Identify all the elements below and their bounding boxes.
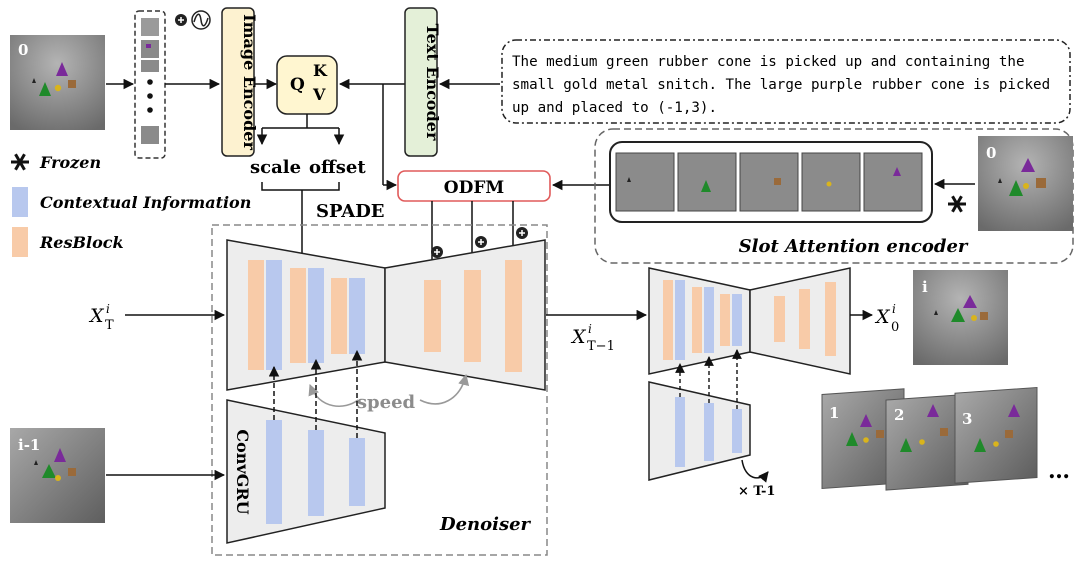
output-frame-i: i (913, 270, 1008, 365)
svg-text:3: 3 (962, 410, 972, 428)
context-bar (266, 260, 282, 370)
svg-text:X: X (874, 306, 891, 328)
svg-text:T−1: T−1 (587, 339, 615, 354)
black-cone-icon (32, 78, 36, 83)
frame-label: 0 (18, 41, 28, 59)
add-icon (431, 246, 443, 258)
v-label: V (312, 85, 326, 104)
offset-label: offset (309, 157, 366, 178)
slot-attention-label: Slot Attention encoder (739, 236, 969, 257)
input-noise-label: X i T (88, 302, 114, 333)
prompt-line-1: The medium green rubber cone is picked u… (512, 54, 1025, 70)
input-frame-0: 0 (10, 35, 105, 130)
slot-attention-region: Slot Attention encoder (594, 128, 1074, 264)
frame-label: i (922, 278, 928, 296)
mid-noise-label: X i T−1 (570, 322, 615, 354)
svg-text:0: 0 (891, 320, 899, 335)
output-frame: 3 (954, 386, 1038, 484)
svg-text:T: T (105, 318, 114, 333)
prompt-line-2: small gold metal snitch. The large purpl… (512, 77, 1050, 93)
add-icon (475, 236, 487, 248)
cross-attention-block: Q K V (276, 55, 338, 115)
q-label: Q (290, 75, 305, 95)
brown-cube-icon (68, 80, 76, 88)
text-encoder-label: Text Encoder (423, 24, 442, 141)
unet-decoder (384, 239, 546, 391)
purple-cone-icon (56, 62, 68, 76)
patch-tile (141, 126, 159, 144)
frame-label: i-1 (18, 436, 40, 454)
repeat-label: × T-1 (738, 484, 775, 499)
prompt-line-3: up and placed to (-1,3). (512, 100, 717, 116)
resblock-bar (248, 260, 264, 370)
input-frame-prev: i-1 (10, 428, 105, 523)
gold-snitch-icon (54, 84, 62, 92)
odfm-label: ODFM (444, 178, 505, 198)
svg-text:X: X (570, 326, 587, 348)
legend-swatch-resblock (12, 227, 28, 257)
resblock-bar (464, 270, 481, 362)
image-encoder: Image Encoder (221, 7, 259, 157)
context-bar (308, 268, 324, 363)
image-encoder-label: Image Encoder (240, 14, 259, 150)
svg-text:X: X (88, 305, 105, 327)
legend: Frozen Contextual Information ResBlock (11, 153, 251, 257)
patch-tile (141, 40, 159, 58)
scene-image (10, 35, 105, 130)
k-label: K (313, 61, 328, 80)
unet-encoder (226, 239, 386, 391)
convgru-block: ConvGRU (226, 399, 386, 544)
denoiser-label: Denoiser (439, 514, 532, 535)
svg-text:1: 1 (829, 404, 839, 422)
patch-tile (141, 18, 159, 36)
context-bar (308, 430, 324, 516)
slot-tiles (615, 152, 923, 212)
odfm-block: ODFM (397, 170, 551, 202)
scale-label: scale (250, 157, 301, 178)
convgru-label: ConvGRU (233, 429, 252, 514)
legend-swatch-contextual (12, 187, 28, 217)
svg-text:i: i (892, 302, 896, 316)
text-encoder: Text Encoder (404, 7, 442, 157)
snowflake-icon (948, 195, 966, 213)
patch-column (134, 10, 166, 159)
svg-text:i: i (588, 322, 592, 336)
resblock-bar (505, 260, 522, 372)
context-bar (349, 278, 365, 354)
green-cone-icon (39, 82, 51, 96)
resblock-bar (290, 268, 306, 363)
svg-text:i: i (106, 302, 110, 316)
context-bar (266, 420, 282, 524)
svg-text:2: 2 (894, 406, 904, 424)
legend-frozen: Frozen (39, 153, 101, 172)
output-sequence: 1 2 3 … (821, 386, 1070, 491)
frame-label: 0 (986, 144, 996, 162)
snowflake-icon (11, 153, 29, 171)
small-unet (648, 267, 851, 375)
legend-resblock: ResBlock (39, 233, 124, 252)
denoiser-region (211, 224, 548, 556)
speed-label: speed (357, 392, 416, 413)
small-convgru (648, 381, 751, 481)
spade-label: SPADE (316, 201, 385, 222)
add-icon (516, 227, 528, 239)
resblock-bar (424, 280, 441, 352)
positional-encoding-icon (175, 10, 211, 30)
patch-tile (141, 60, 159, 72)
output-label: X i 0 (874, 302, 899, 335)
text-prompt-box: The medium green rubber cone is picked u… (501, 39, 1071, 124)
slot-input-frame: 0 (978, 136, 1073, 231)
ellipsis: … (1048, 458, 1070, 484)
context-bar (349, 438, 365, 506)
output-frame: 1 (821, 388, 905, 490)
resblock-bar (331, 278, 347, 354)
legend-contextual: Contextual Information (40, 193, 251, 212)
